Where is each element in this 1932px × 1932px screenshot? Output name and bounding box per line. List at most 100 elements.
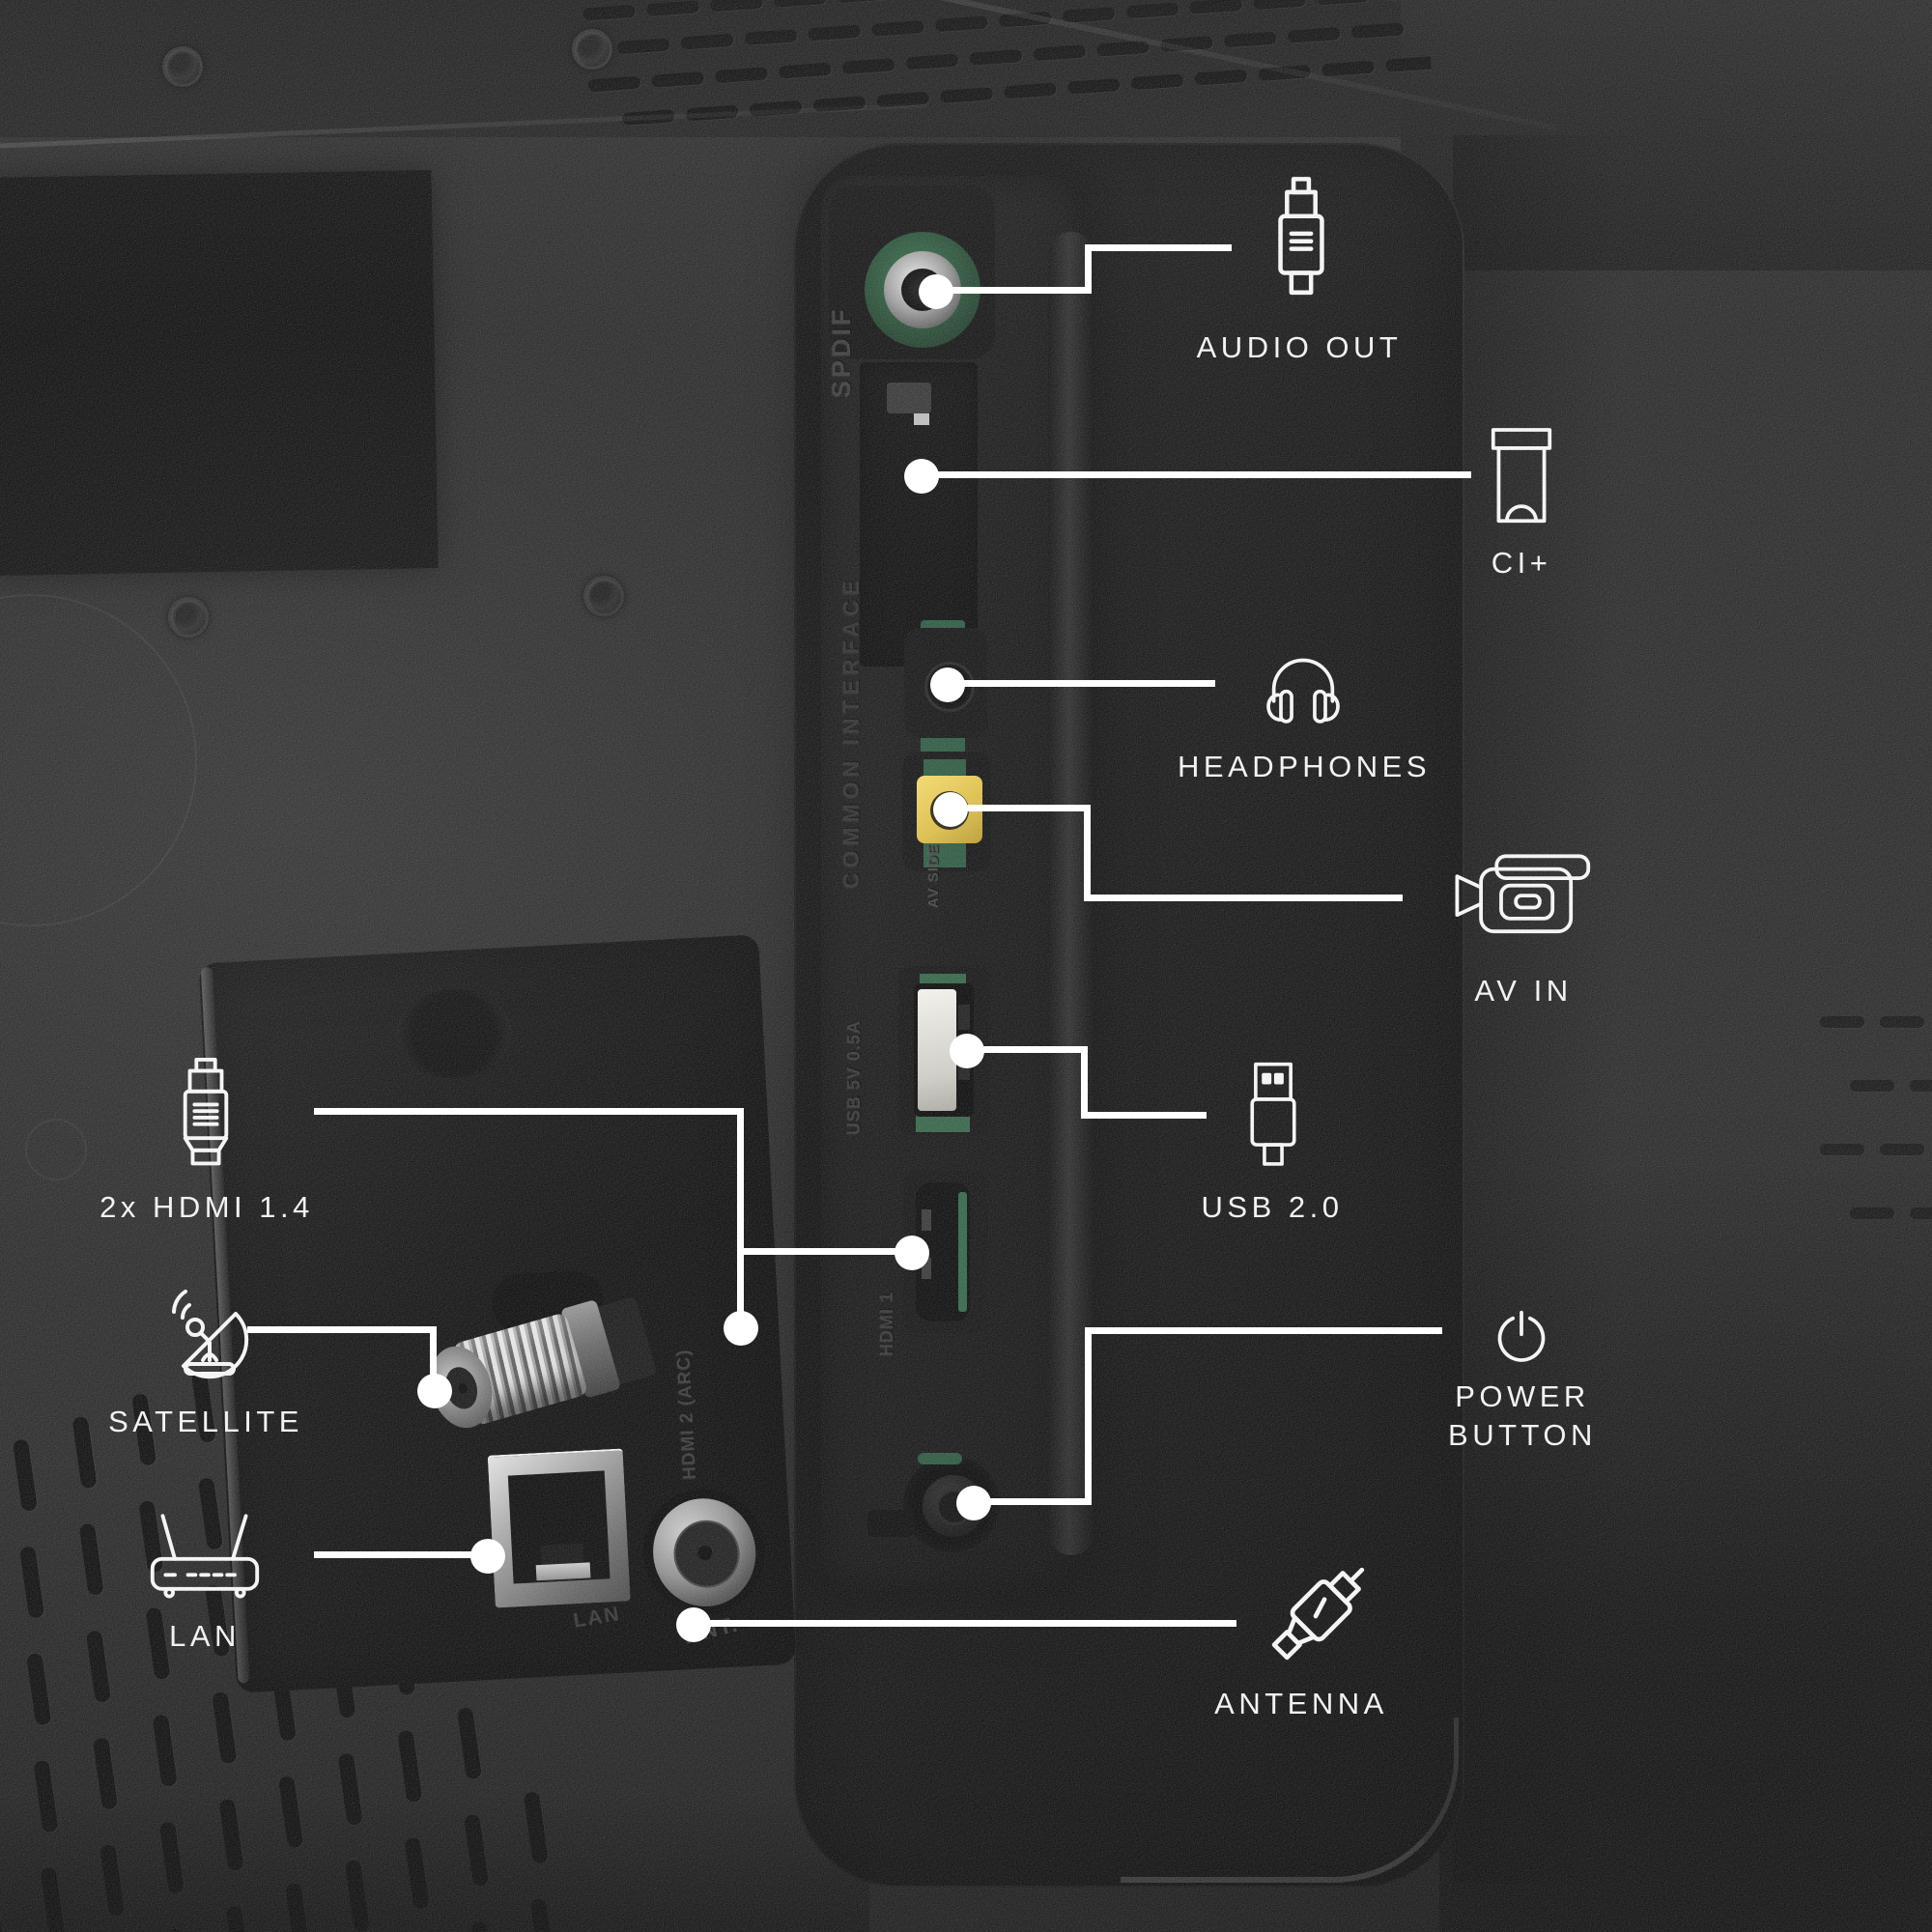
ci-label: CI+ <box>1491 546 1552 580</box>
rating-label-plate <box>0 169 439 577</box>
vent-slot <box>646 0 699 16</box>
vent-slot <box>19 1546 45 1619</box>
vent-slot <box>837 0 891 4</box>
vent-slot <box>456 1707 483 1780</box>
power-label-line2: BUTTON <box>1448 1418 1597 1452</box>
vent-slot <box>1820 1016 1864 1028</box>
vent-slot <box>651 71 705 88</box>
marker-hdmi-2 <box>724 1311 758 1346</box>
headphones-icon <box>1259 641 1348 734</box>
vent-slot <box>212 1690 238 1765</box>
vent-slot <box>1820 1144 1864 1155</box>
top-vent-field <box>582 0 1435 166</box>
plate-slot <box>867 1510 914 1537</box>
vent-slot <box>1033 44 1087 62</box>
leader-antenna <box>691 1620 1236 1627</box>
hdmi1-embossed-label: HDMI 1 <box>877 1291 896 1356</box>
leader-lan <box>314 1551 490 1558</box>
common-interface-embossed-label: COMMON INTERFACE <box>838 575 864 889</box>
usb-plug-icon <box>1247 1061 1299 1173</box>
vent-slot <box>78 1522 104 1597</box>
vent-slot <box>773 0 827 8</box>
marker-hdmi-1 <box>895 1236 929 1270</box>
vent-slot <box>969 49 1023 66</box>
screw <box>572 29 612 70</box>
vent-slot <box>12 1438 39 1513</box>
vent-slot <box>841 58 895 74</box>
leader-power <box>1085 1327 1092 1505</box>
leader-av-in <box>948 805 1091 811</box>
mold-circle-small <box>25 1119 87 1180</box>
antenna-port <box>632 1478 777 1625</box>
vent-slot <box>1223 31 1277 48</box>
marker-usb <box>950 1034 984 1068</box>
vent-slot <box>710 0 763 13</box>
leader-usb <box>1081 1112 1207 1119</box>
vent-slot <box>744 29 798 45</box>
hdmi-label: 2x HDMI 1.4 <box>99 1190 314 1224</box>
leader-hdmi <box>737 1108 744 1330</box>
vent-slot <box>808 24 862 42</box>
hdmi1-contact <box>922 1209 931 1231</box>
vent-slot <box>1385 56 1435 72</box>
vent-slot <box>1321 60 1376 77</box>
marker-audio-out <box>919 274 953 309</box>
audio-out-label: AUDIO OUT <box>1196 330 1403 364</box>
vent-slot <box>26 1653 52 1726</box>
vent-slot <box>935 15 988 33</box>
vent-slot <box>1125 2 1179 19</box>
power-label-line1: POWER <box>1455 1379 1590 1413</box>
ci-module-icon <box>1490 424 1553 530</box>
vent-slot <box>1287 27 1341 43</box>
hdmi2-embossed-label: HDMI 2 (ARC) <box>673 1348 701 1481</box>
vent-slot <box>1062 7 1116 23</box>
usb-contact <box>958 1005 970 1030</box>
lan-label: LAN <box>169 1619 241 1653</box>
vent-slot <box>85 1630 112 1703</box>
vent-slot <box>680 33 734 50</box>
lan-rj45-contacts <box>535 1562 591 1581</box>
vent-slot <box>1130 73 1184 91</box>
vent-slot <box>71 1415 98 1490</box>
leader-hdmi <box>737 1248 911 1255</box>
leader-usb <box>1081 1046 1088 1119</box>
vent-slot <box>1910 1080 1932 1092</box>
vent-slot <box>582 4 637 21</box>
vent-slot <box>1253 0 1307 11</box>
router-icon <box>147 1505 263 1602</box>
vent-slot <box>397 1729 423 1804</box>
usb-label: USB 2.0 <box>1201 1190 1344 1224</box>
screw <box>583 576 624 616</box>
vent-slot <box>1004 82 1057 99</box>
marker-headphones <box>930 668 965 702</box>
screw <box>162 46 203 87</box>
mold-circle <box>0 594 197 926</box>
vent-slot <box>1066 78 1121 95</box>
bay-top-hole <box>393 985 515 1082</box>
vent-slot <box>1194 69 1248 86</box>
leader-audio-out <box>1085 244 1232 251</box>
marker-satellite <box>417 1374 452 1408</box>
vent-slot <box>1880 1144 1924 1155</box>
antenna-label: ANTENNA <box>1214 1687 1388 1720</box>
spdif-embossed-label: SPDIF <box>827 306 856 398</box>
vent-slot <box>616 38 670 55</box>
av-in-label: AV IN <box>1474 974 1573 1008</box>
satellite-label: SATELLITE <box>108 1405 303 1438</box>
usb-embossed-label: USB 5V 0.5A <box>844 1019 864 1135</box>
bottom-right-shadow <box>1439 1159 1932 1932</box>
screw <box>168 597 209 638</box>
power-button-pcb <box>918 1453 962 1464</box>
vent-slot <box>145 1606 171 1681</box>
marker-av-in <box>933 792 968 827</box>
leader-av-in <box>1084 895 1403 901</box>
vent-slot <box>1379 0 1434 1</box>
ci-slot-latch-pin <box>914 413 929 425</box>
ci-slot-latch <box>887 383 931 413</box>
leader-headphones <box>945 680 1215 687</box>
leader-satellite <box>247 1326 437 1333</box>
leader-av-in <box>1084 805 1091 901</box>
connector-bay: HDMI 2 (ARC) LAN ANT. <box>198 934 797 1693</box>
bottom-shadow <box>0 1793 869 1932</box>
